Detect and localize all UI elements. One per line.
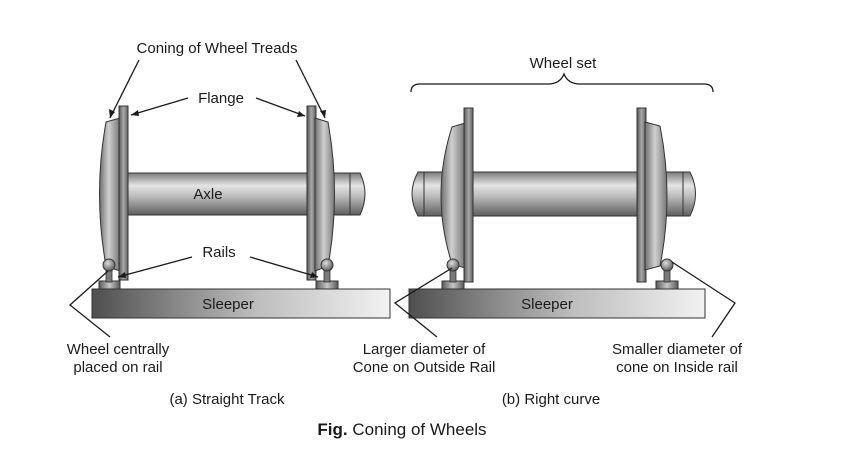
curve-rail-left-head [446, 258, 460, 272]
figure-caption-title: Coning of Wheels [352, 420, 486, 439]
label-sleeper-right: Sleeper [521, 296, 573, 313]
right-curve-leaders [393, 261, 736, 338]
curve-rail-right-head [660, 258, 674, 272]
sleeper-right-shape [408, 288, 706, 319]
label-axle: Axle [193, 186, 222, 203]
sleeper-left-shape [91, 288, 391, 319]
curve-left-wheel-flange [463, 107, 474, 283]
right-curve-wheelset [408, 107, 706, 319]
label-larger-diameter-line1: Larger diameter of [363, 341, 486, 358]
figure-caption: Fig. Coning of Wheels [317, 420, 486, 439]
caption-straight-track: (a) Straight Track [169, 391, 285, 408]
figure-caption-prefix: Fig. [317, 420, 347, 439]
rail-right-web [323, 269, 331, 283]
left-wheel-cone [99, 117, 121, 272]
curve-rail-right-web [663, 269, 671, 283]
label-smaller-diameter-line1: Smaller diameter of [612, 341, 743, 358]
curve-rail-left-web [449, 269, 457, 283]
straight-track-leaders [68, 59, 326, 338]
label-rails: Rails [202, 244, 235, 261]
rail-right-head [320, 258, 334, 272]
label-larger-diameter-line2: Cone on Outside Rail [353, 359, 496, 376]
axle-end-cap [349, 172, 366, 216]
axle-curve-left-cap [411, 171, 426, 217]
label-wheel-centrally-line1: Wheel centrally [67, 341, 170, 358]
label-smaller-diameter-line2: cone on Inside rail [616, 359, 738, 376]
label-wheel-centrally-line2: placed on rail [73, 359, 162, 376]
wheel-set-brace [410, 72, 714, 93]
left-wheel-flange [118, 105, 129, 281]
straight-track-wheelset [91, 105, 391, 319]
label-wheel-set: Wheel set [530, 55, 598, 72]
label-coning-of-wheel-treads: Coning of Wheel Treads [137, 40, 298, 57]
curve-right-wheel-cone [644, 121, 668, 271]
curve-left-wheel-cone [440, 122, 466, 269]
caption-right-curve: (b) Right curve [502, 391, 600, 408]
axle-curve-right-cap [682, 171, 696, 217]
label-flange: Flange [198, 90, 244, 107]
rail-left-head [102, 258, 116, 272]
right-wheel-cone [314, 117, 335, 272]
label-sleeper-left: Sleeper [202, 296, 254, 313]
